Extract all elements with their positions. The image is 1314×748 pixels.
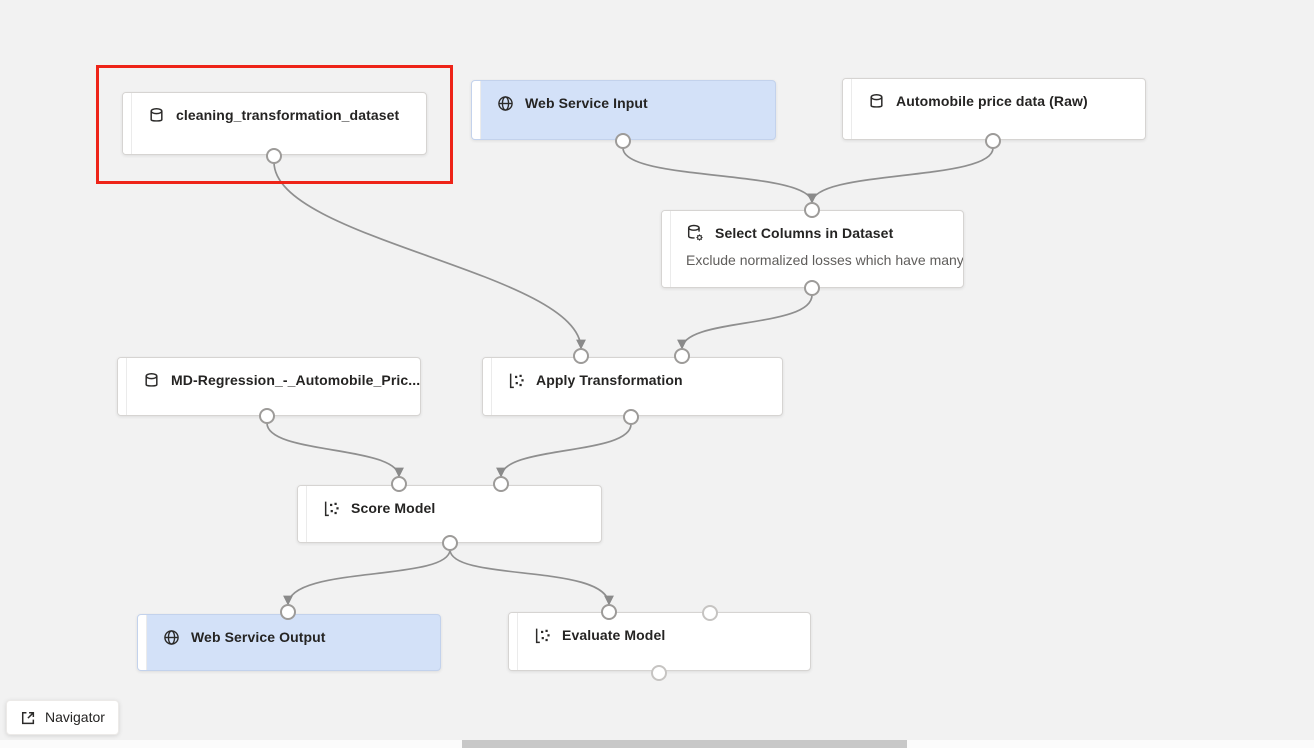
port-output-select-columns[interactable] [804, 280, 820, 296]
node-web-service-input[interactable]: Web Service Input [471, 80, 776, 140]
globe-icon [162, 628, 180, 646]
node-stripe [509, 613, 518, 670]
port-input2-apply-transformation[interactable] [674, 348, 690, 364]
node-label: Select Columns in Dataset [715, 225, 894, 241]
node-label: Automobile price data (Raw) [896, 93, 1088, 109]
node-stripe [118, 358, 127, 415]
port-input-select-columns[interactable] [804, 202, 820, 218]
navigator-button[interactable]: Navigator [6, 700, 119, 735]
database-icon [142, 371, 160, 389]
edge-score-model-to-web-service-output[interactable] [283, 549, 451, 606]
node-stripe [472, 81, 481, 139]
port-output-web-service-input[interactable] [615, 133, 631, 149]
node-label: Evaluate Model [562, 627, 666, 643]
port-output-apply-transformation[interactable] [623, 409, 639, 425]
node-label: cleaning_transformation_dataset [176, 107, 400, 123]
edge-web-service-input-to-select-columns[interactable] [622, 147, 817, 204]
node-automobile-price-data[interactable]: Automobile price data (Raw) [842, 78, 1146, 140]
node-stripe [843, 79, 852, 139]
node-evaluate-model[interactable]: Evaluate Model [508, 612, 811, 671]
port-output-evaluate-model[interactable] [651, 665, 667, 681]
port-input2-evaluate-model[interactable] [702, 605, 718, 621]
port-input2-score-model[interactable] [493, 476, 509, 492]
port-input1-apply-transformation[interactable] [573, 348, 589, 364]
edge-md-regression-to-score-model[interactable] [266, 422, 404, 478]
node-md-regression-automobile[interactable]: MD-Regression_-_Automobile_Pric... [117, 357, 421, 416]
port-input-web-service-output[interactable] [280, 604, 296, 620]
node-apply-transformation[interactable]: Apply Transformation [482, 357, 783, 416]
port-input1-evaluate-model[interactable] [601, 604, 617, 620]
node-select-columns-in-dataset[interactable]: Select Columns in Dataset Exclude normal… [661, 210, 964, 288]
node-label: Web Service Input [525, 95, 648, 111]
node-label: Score Model [351, 500, 436, 516]
database-icon [867, 92, 885, 110]
node-web-service-output[interactable]: Web Service Output [137, 614, 441, 671]
scatter-icon [507, 371, 525, 389]
edge-select-columns-to-apply-transformation[interactable] [677, 294, 813, 350]
node-label: Apply Transformation [536, 372, 683, 388]
node-stripe [662, 211, 671, 287]
port-output-cleaning[interactable] [266, 148, 282, 164]
node-label: Web Service Output [191, 629, 326, 645]
edge-apply-transformation-to-score-model[interactable] [496, 423, 632, 478]
port-input1-score-model[interactable] [391, 476, 407, 492]
scatter-icon [322, 499, 340, 517]
port-output-score-model[interactable] [442, 535, 458, 551]
port-output-automobile-data[interactable] [985, 133, 1001, 149]
node-label: MD-Regression_-_Automobile_Pric... [171, 372, 420, 388]
node-cleaning-transformation-dataset[interactable]: cleaning_transformation_dataset [122, 92, 427, 155]
node-score-model[interactable]: Score Model [297, 485, 602, 543]
database-icon [147, 106, 165, 124]
globe-icon [496, 94, 514, 112]
navigator-icon [18, 708, 36, 726]
node-stripe [483, 358, 492, 415]
node-comment: Exclude normalized losses which have man… [686, 252, 963, 268]
edge-score-model-to-evaluate-model[interactable] [449, 549, 614, 606]
navigator-label: Navigator [45, 709, 105, 725]
database-gear-icon [686, 224, 704, 242]
scatter-icon [533, 626, 551, 644]
edge-automobile-data-to-select-columns[interactable] [807, 147, 994, 204]
node-stripe [298, 486, 307, 542]
port-output-md-regression[interactable] [259, 408, 275, 424]
node-stripe [123, 93, 132, 154]
edge-cleaning-to-apply-transformation[interactable] [273, 161, 586, 350]
horizontal-scrollbar-thumb[interactable] [462, 740, 907, 748]
node-stripe [138, 615, 147, 670]
